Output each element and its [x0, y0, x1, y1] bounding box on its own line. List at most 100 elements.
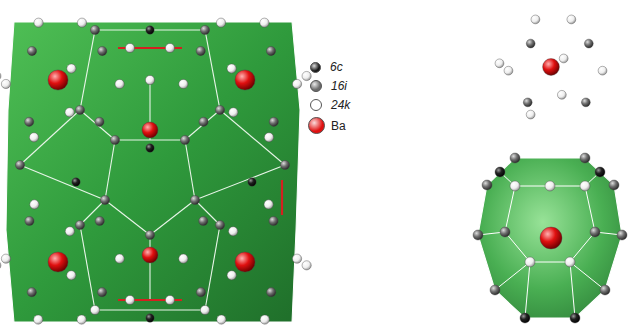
atom-sphere	[559, 54, 568, 63]
cage-edge	[570, 262, 575, 318]
atom-sphere	[145, 75, 154, 84]
cage-edge	[205, 225, 220, 310]
legend-item: 6c	[310, 60, 343, 74]
atom-sphere	[598, 66, 607, 75]
atom-sphere	[215, 220, 224, 229]
atom-sphere	[77, 18, 86, 27]
atom-sphere	[180, 135, 189, 144]
atom-sphere	[482, 180, 492, 190]
atom-sphere	[584, 39, 593, 48]
cage-edge	[185, 140, 195, 200]
atom-sphere	[227, 64, 236, 73]
atom-sphere	[526, 39, 535, 48]
atom-sphere	[190, 195, 199, 204]
atom-sphere	[115, 79, 124, 88]
cage-edge	[95, 309, 205, 310]
cage-edge	[150, 200, 195, 235]
atom-sphere	[200, 305, 209, 314]
atom-sphere	[540, 227, 562, 249]
cage-edge	[495, 262, 530, 290]
atom-sphere	[30, 200, 39, 209]
atom-sphere	[581, 98, 590, 107]
cage-edge	[205, 30, 220, 110]
atom-sphere	[27, 46, 36, 55]
cage-edge	[20, 165, 105, 200]
cage-edge	[80, 225, 95, 310]
atom-sphere	[98, 46, 107, 55]
atom-sphere	[0, 261, 1, 270]
atom-sphere	[510, 153, 520, 163]
atom-sphere	[48, 70, 68, 90]
atom-sphere	[34, 18, 43, 27]
atom-sphere	[165, 43, 174, 52]
cage-edge	[195, 165, 285, 200]
atom-sphere	[264, 133, 273, 142]
dodecahedron-cage	[179, 200, 311, 324]
atom-sphere	[302, 261, 311, 270]
atom-sphere	[65, 108, 74, 117]
cage-edge	[505, 186, 515, 232]
atom-sphere	[229, 227, 238, 236]
atom-sphere	[545, 181, 555, 191]
dodecahedron-cage	[0, 18, 124, 142]
cage-edge	[505, 232, 530, 262]
legend-label: 16i	[331, 79, 347, 93]
atom-sphere	[179, 254, 188, 263]
atom-sphere	[292, 254, 301, 263]
tetrakaidecahedron-cage	[478, 158, 622, 318]
atom-sphere	[526, 110, 535, 119]
atom-sphere	[1, 254, 10, 263]
atom-sphere	[500, 227, 510, 237]
atom-sphere	[146, 314, 154, 322]
atom-sphere	[115, 254, 124, 263]
cage-edge	[570, 262, 605, 290]
atom-sphere	[65, 227, 74, 236]
legend-swatch	[310, 99, 322, 111]
atom-sphere	[34, 315, 43, 324]
atom-sphere	[1, 79, 10, 88]
atom-sphere	[617, 230, 627, 240]
atom-sphere	[142, 247, 158, 263]
atom-sphere	[125, 295, 134, 304]
cage-edge	[105, 140, 115, 200]
atom-sphere	[146, 26, 154, 34]
atom-sphere	[0, 71, 1, 80]
atom-sphere	[95, 216, 104, 225]
atom-sphere	[125, 43, 134, 52]
atom-sphere	[27, 288, 36, 297]
atom-sphere	[67, 64, 76, 73]
atom-sphere	[523, 98, 532, 107]
atom-sphere	[75, 105, 84, 114]
cage-edge	[585, 186, 595, 232]
atom-sphere	[269, 216, 278, 225]
dodecahedron-cage	[0, 200, 124, 324]
atom-sphere	[199, 216, 208, 225]
atom-sphere	[48, 252, 68, 272]
legend-item: Ba	[308, 117, 346, 134]
atom-sphere	[100, 195, 109, 204]
atom-sphere	[510, 181, 520, 191]
atom-sphere	[567, 15, 576, 24]
atom-sphere	[580, 181, 590, 191]
atom-sphere	[292, 79, 301, 88]
cage-edge	[525, 262, 530, 318]
legend-label: 6c	[330, 60, 343, 74]
cage-edge	[105, 200, 150, 235]
atom-sphere	[557, 90, 566, 99]
legend-swatch	[310, 62, 321, 73]
atom-sphere	[260, 18, 269, 27]
atom-sphere	[495, 167, 505, 177]
atom-sphere	[269, 117, 278, 126]
atom-sphere	[217, 315, 226, 324]
atom-sphere	[15, 160, 24, 169]
atom-sphere	[543, 59, 560, 76]
atom-sphere	[302, 71, 311, 80]
cage-edge	[20, 110, 80, 165]
atom-sphere	[520, 313, 530, 323]
cage-edge	[80, 200, 105, 225]
atom-sphere	[600, 285, 610, 295]
atom-sphere	[235, 252, 255, 272]
dodecahedron-cage	[179, 18, 311, 142]
